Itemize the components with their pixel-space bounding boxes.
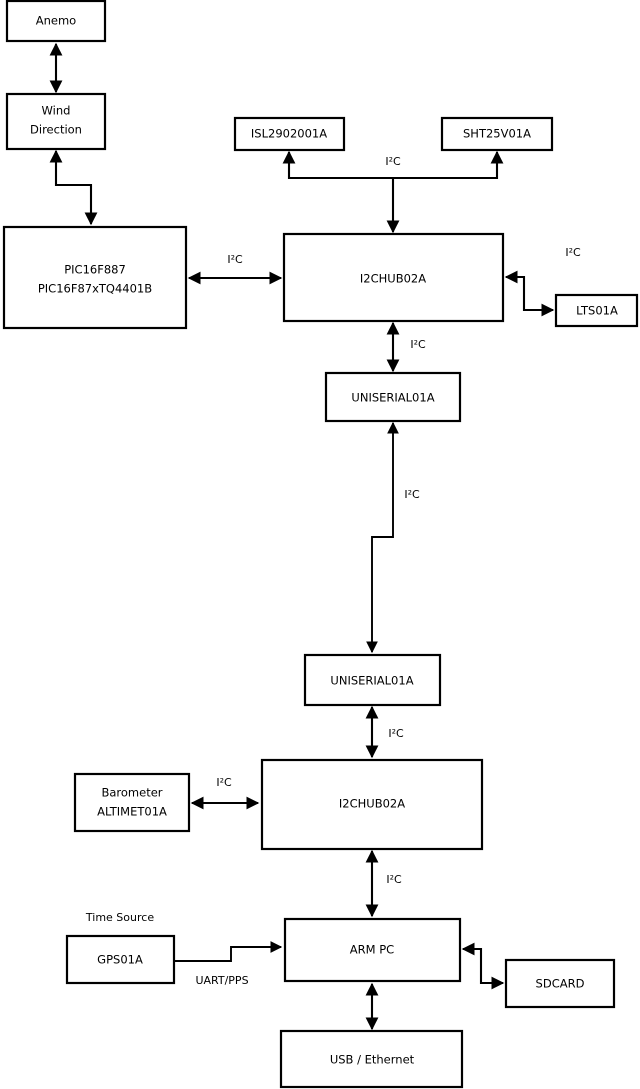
connector-uniserial-link	[366, 421, 399, 654]
edge-label-pic-to-hub: I²C	[227, 253, 243, 266]
edge-label-gps-to-armpc: UART/PPS	[195, 974, 248, 987]
connector-gps-armpc	[174, 941, 283, 962]
node-anemo-box[interactable]	[5, 0, 107, 43]
node-armpc[interactable]: ARM PC	[283, 917, 462, 983]
node-barometer-box[interactable]	[73, 772, 191, 833]
edge-label-hub-to-uniserial: I²C	[410, 338, 426, 351]
node-armpc-box[interactable]	[283, 917, 462, 983]
edge-label-hub-to-lts: I²C	[565, 246, 581, 259]
node-isl2902001a[interactable]: ISL2902001A	[233, 116, 346, 152]
edge-label-uniserial-link: I²C	[404, 488, 420, 501]
node-sdcard-label: SDCARD	[536, 977, 585, 991]
node-uniserial01a-top[interactable]: UNISERIAL01A	[324, 371, 462, 423]
node-gps01a[interactable]: GPS01A	[65, 934, 176, 985]
edge-label-hub-bot-to-armpc: I²C	[386, 873, 402, 886]
node-sdcard[interactable]: SDCARD	[504, 958, 616, 1009]
node-pic-label-line2: PIC16F87xTQ4401B	[38, 282, 152, 296]
edge-label-sensors-bus: I²C	[385, 155, 401, 168]
node-barometer-label-line1: Barometer	[101, 786, 162, 800]
node-isl2902001a-label: ISL2902001A	[251, 127, 327, 141]
node-pic-box[interactable]	[2, 225, 188, 330]
node-usb-ethernet-label: USB / Ethernet	[330, 1053, 415, 1067]
node-armpc-label: ARM PC	[350, 943, 394, 957]
node-uniserial01a-bottom-box[interactable]	[303, 653, 442, 707]
node-sht25v01a[interactable]: SHT25V01A	[440, 116, 554, 152]
connector-armpc-sdcard	[461, 942, 505, 990]
node-pic[interactable]: PIC16F887 PIC16F87xTQ4401B	[2, 225, 188, 330]
node-uniserial01a-bottom-label: UNISERIAL01A	[330, 674, 413, 688]
node-i2chub02a-top[interactable]: I2CHUB02A	[282, 232, 505, 323]
node-wind-direction[interactable]: Wind Direction	[5, 92, 107, 151]
node-gps01a-label: GPS01A	[97, 953, 143, 967]
node-sht25v01a-box[interactable]	[440, 116, 554, 152]
node-gps01a-box[interactable]	[65, 934, 176, 985]
node-uniserial01a-top-box[interactable]	[324, 371, 462, 423]
node-i2chub02a-top-box[interactable]	[282, 232, 505, 323]
node-i2chub02a-bottom-box[interactable]	[260, 758, 484, 851]
node-wind-direction-label-line2: Direction	[30, 123, 82, 137]
node-i2chub02a-top-label: I2CHUB02A	[360, 272, 426, 286]
node-i2chub02a-bottom[interactable]: I2CHUB02A	[260, 758, 484, 851]
node-wind-direction-box[interactable]	[5, 92, 107, 151]
edge-label-uniserial-to-hub-bot: I²C	[388, 727, 404, 740]
node-uniserial01a-bottom[interactable]: UNISERIAL01A	[303, 653, 442, 707]
node-anemo[interactable]: Anemo	[5, 0, 107, 43]
node-i2chub02a-bottom-label: I2CHUB02A	[339, 797, 405, 811]
connector-hubtop-lts	[504, 270, 555, 317]
node-usb-ethernet-box[interactable]	[279, 1029, 464, 1089]
connector-wind-pic	[49, 149, 98, 226]
node-barometer-label-line2: ALTIMET01A	[97, 805, 167, 819]
node-anemo-label: Anemo	[36, 14, 76, 28]
node-barometer[interactable]: Barometer ALTIMET01A	[73, 772, 191, 833]
node-isl2902001a-box[interactable]	[233, 116, 346, 152]
node-sht25v01a-label: SHT25V01A	[463, 127, 531, 141]
node-lts01a-label: LTS01A	[576, 304, 618, 318]
node-uniserial01a-top-label: UNISERIAL01A	[351, 391, 434, 405]
node-pic-label-line1: PIC16F887	[64, 263, 126, 277]
node-lts01a-box[interactable]	[554, 293, 639, 328]
node-sdcard-box[interactable]	[504, 958, 616, 1009]
label-time-source: Time Source	[85, 911, 154, 924]
node-wind-direction-label-line1: Wind	[42, 104, 71, 118]
node-lts01a[interactable]: LTS01A	[554, 293, 639, 328]
node-usb-ethernet[interactable]: USB / Ethernet	[279, 1029, 464, 1089]
edge-label-barometer-to-hub: I²C	[216, 776, 232, 789]
